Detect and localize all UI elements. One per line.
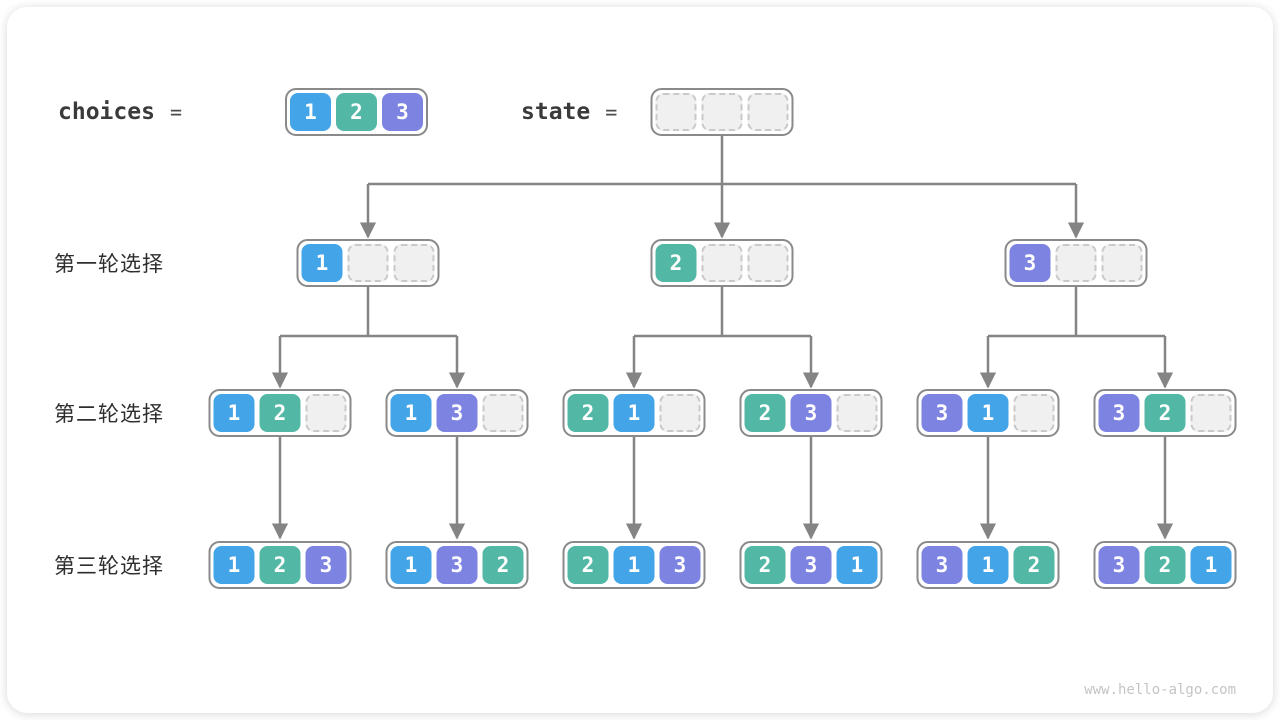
array-cell: 3 <box>659 546 701 584</box>
array-cell: 1 <box>836 546 878 584</box>
choices-cell: 1 <box>290 93 331 131</box>
array-cell: 3 <box>1098 546 1140 584</box>
array-box-r2-5: 3 1 <box>916 389 1060 437</box>
array-box-r3-4: 2 3 1 <box>739 541 883 589</box>
state-cell <box>701 93 743 131</box>
array-cell <box>659 394 701 432</box>
round-2-label: 第二轮选择 <box>54 403 164 426</box>
choices-header: choices = <box>58 88 182 136</box>
site-watermark: www.hello-algo.com <box>1084 682 1236 698</box>
array-cell: 1 <box>390 546 432 584</box>
array-cell <box>305 394 347 432</box>
array-box-r3-3: 2 1 3 <box>562 541 706 589</box>
array-cell: 2 <box>1013 546 1055 584</box>
array-cell: 3 <box>790 394 832 432</box>
array-box-r2-3: 2 1 <box>562 389 706 437</box>
choices-label: choices <box>58 99 155 125</box>
array-box-r2-2: 1 3 <box>385 389 529 437</box>
array-cell: 1 <box>1190 546 1232 584</box>
array-cell: 3 <box>436 394 478 432</box>
array-box-r2-1: 1 2 <box>208 389 352 437</box>
array-cell: 3 <box>790 546 832 584</box>
diagram-card <box>7 7 1273 713</box>
equals-sign: = <box>169 100 182 124</box>
array-cell: 2 <box>482 546 524 584</box>
array-cell: 1 <box>213 546 255 584</box>
array-cell: 2 <box>655 244 697 282</box>
choices-cell: 2 <box>336 93 377 131</box>
choices-array-box: 1 2 3 <box>285 88 428 136</box>
state-header: state = <box>521 88 617 136</box>
array-cell: 3 <box>436 546 478 584</box>
array-box-r3-6: 3 2 1 <box>1093 541 1237 589</box>
array-cell: 1 <box>390 394 432 432</box>
array-cell: 2 <box>259 394 301 432</box>
array-cell: 3 <box>1009 244 1051 282</box>
array-cell <box>747 244 789 282</box>
array-cell <box>836 394 878 432</box>
array-cell <box>347 244 389 282</box>
array-cell: 2 <box>1144 394 1186 432</box>
array-cell: 3 <box>305 546 347 584</box>
array-cell <box>1055 244 1097 282</box>
state-cell <box>655 93 697 131</box>
array-cell: 1 <box>967 394 1009 432</box>
array-cell: 1 <box>301 244 343 282</box>
array-cell: 2 <box>1144 546 1186 584</box>
equals-sign: = <box>605 100 618 124</box>
state-cell <box>747 93 789 131</box>
array-cell <box>1190 394 1232 432</box>
array-box-r1-3: 3 <box>1004 239 1148 287</box>
array-box-r3-1: 1 2 3 <box>208 541 352 589</box>
array-box-r1-1: 1 <box>296 239 440 287</box>
array-cell: 1 <box>613 546 655 584</box>
array-cell: 1 <box>213 394 255 432</box>
round-3-label: 第三轮选择 <box>54 555 164 578</box>
array-cell: 3 <box>921 546 963 584</box>
state-label: state <box>521 99 591 125</box>
array-cell: 1 <box>967 546 1009 584</box>
state-array-box <box>650 88 794 136</box>
round-1-label: 第一轮选择 <box>54 253 164 276</box>
array-box-r3-5: 3 1 2 <box>916 541 1060 589</box>
array-cell <box>1101 244 1143 282</box>
array-box-r1-2: 2 <box>650 239 794 287</box>
array-cell: 3 <box>921 394 963 432</box>
array-cell <box>701 244 743 282</box>
array-cell <box>482 394 524 432</box>
choices-cell: 3 <box>382 93 423 131</box>
array-box-r2-4: 2 3 <box>739 389 883 437</box>
array-cell: 2 <box>567 394 609 432</box>
array-box-r2-6: 3 2 <box>1093 389 1237 437</box>
array-box-r3-2: 1 3 2 <box>385 541 529 589</box>
array-cell: 3 <box>1098 394 1140 432</box>
array-cell: 2 <box>744 546 786 584</box>
array-cell: 2 <box>259 546 301 584</box>
array-cell <box>393 244 435 282</box>
array-cell: 2 <box>744 394 786 432</box>
array-cell: 1 <box>613 394 655 432</box>
array-cell <box>1013 394 1055 432</box>
array-cell: 2 <box>567 546 609 584</box>
